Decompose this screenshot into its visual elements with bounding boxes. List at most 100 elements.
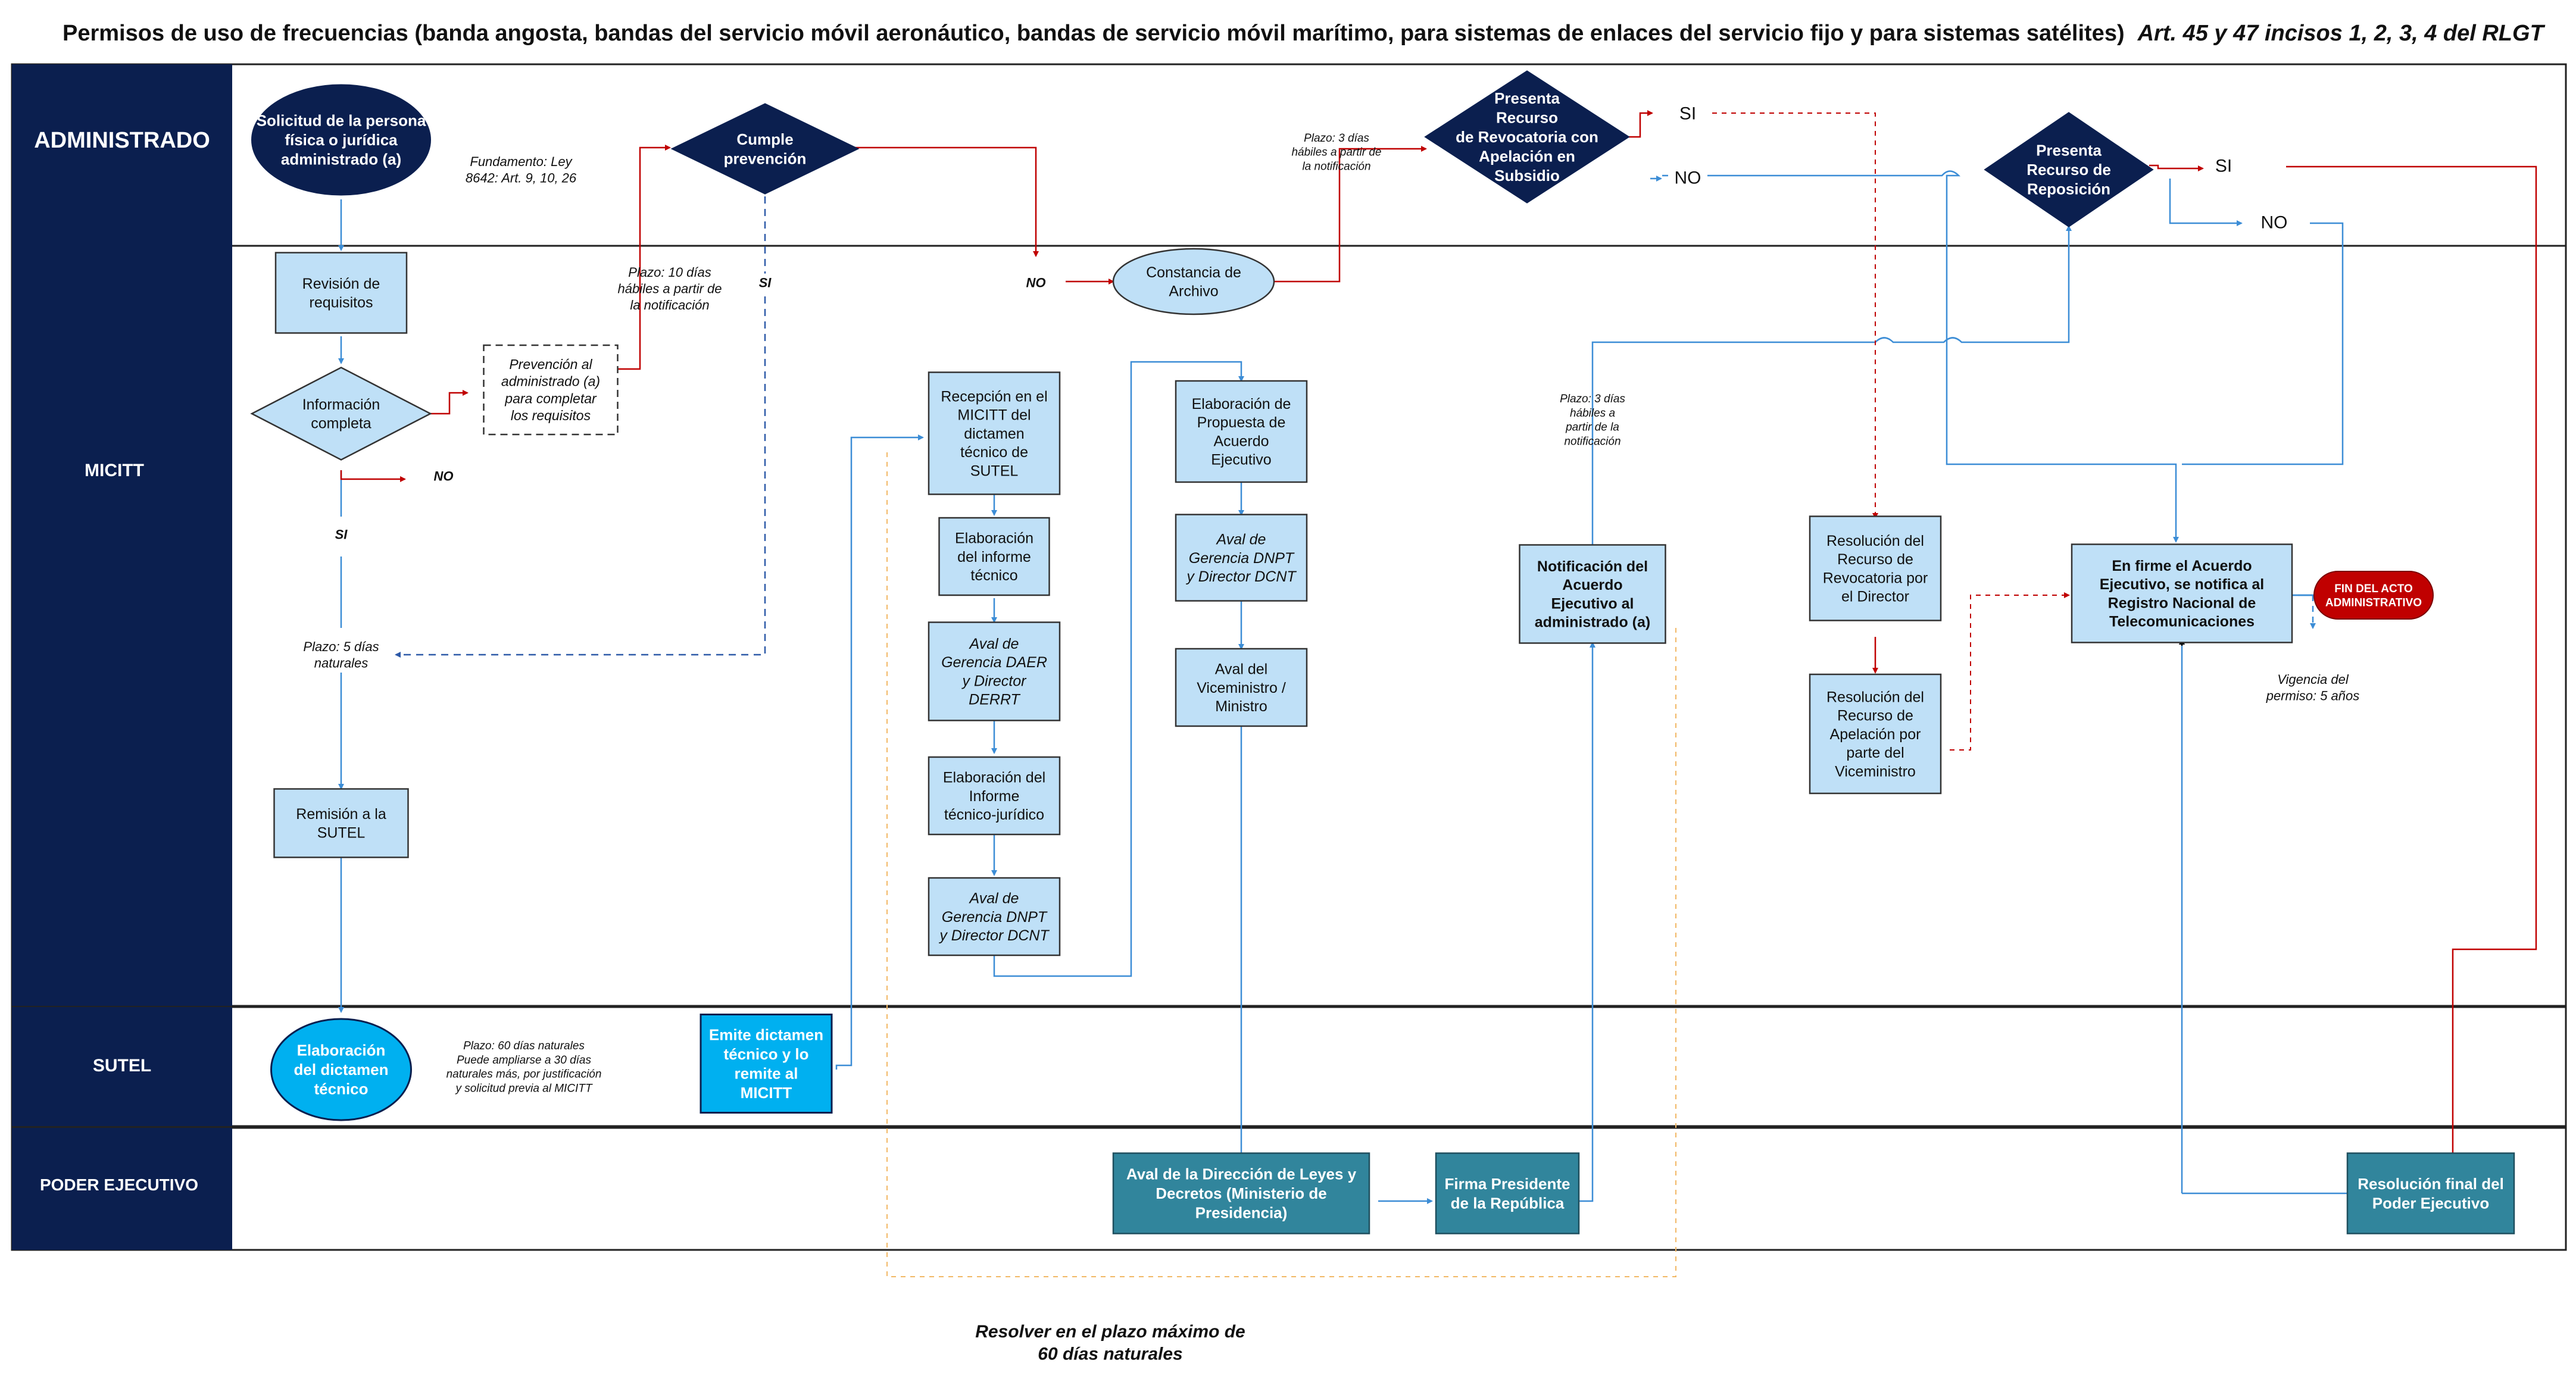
annotation-text: SI <box>759 276 772 290</box>
node-shape <box>2313 571 2434 620</box>
node-shape <box>1519 544 1666 644</box>
label-no-revocatoria: NO <box>1668 165 1707 190</box>
lane-header-micitt <box>12 246 232 1006</box>
lane-header-sutel <box>12 1007 232 1126</box>
lane-label-administrado: ADMINISTRADO <box>34 128 210 153</box>
node-shape <box>928 371 1061 495</box>
connectors <box>338 110 2537 1277</box>
label-si-cumple: SI <box>750 273 780 292</box>
node-shape <box>1112 1152 1370 1234</box>
node-shape <box>928 877 1061 956</box>
node-shape <box>1112 248 1275 315</box>
lane-header-administrado <box>12 64 232 246</box>
lane-header-poder <box>12 1128 232 1250</box>
node-shape <box>1175 648 1308 727</box>
node-shape <box>2071 543 2293 643</box>
node-shape <box>928 621 1061 721</box>
annotation-text: SI <box>335 527 348 542</box>
label-bg <box>429 467 458 486</box>
node-shape <box>273 788 409 858</box>
node-shape <box>1809 515 1942 621</box>
node-shape <box>1809 673 1942 795</box>
annotation-text: SI <box>2215 157 2232 176</box>
node-shape <box>274 252 408 334</box>
label-bg <box>326 525 356 544</box>
node-shape <box>249 82 433 198</box>
node-shape <box>250 367 432 461</box>
node-shape <box>1175 380 1308 483</box>
node-shape <box>1984 112 2154 227</box>
node-shape <box>1435 1152 1580 1234</box>
node-shape <box>1175 514 1308 602</box>
label-no-cumple: NO <box>1021 273 1051 292</box>
label-bg <box>2255 210 2294 235</box>
label-bg <box>1668 101 1707 126</box>
label-si-info: SI <box>326 525 356 544</box>
lane-label-poder: PODER EJECUTIVO <box>40 1175 198 1194</box>
label-bg <box>1668 165 1707 190</box>
node-shape <box>670 103 860 195</box>
annotation-text: SI <box>1679 104 1696 124</box>
diagram-title: Permisos de uso de frecuencias (banda an… <box>63 21 2546 46</box>
lane-label-sutel: SUTEL <box>93 1056 151 1076</box>
node-shape <box>928 756 1061 836</box>
lane-sutel <box>11 1006 2567 1127</box>
lane-administrado <box>11 63 2567 247</box>
node-shape <box>270 1018 412 1121</box>
annotation-text: NO <box>2261 213 2288 233</box>
annotation-text: NO <box>1026 276 1046 290</box>
node-shape <box>2346 1152 2515 1234</box>
node-shape <box>1424 70 1630 204</box>
